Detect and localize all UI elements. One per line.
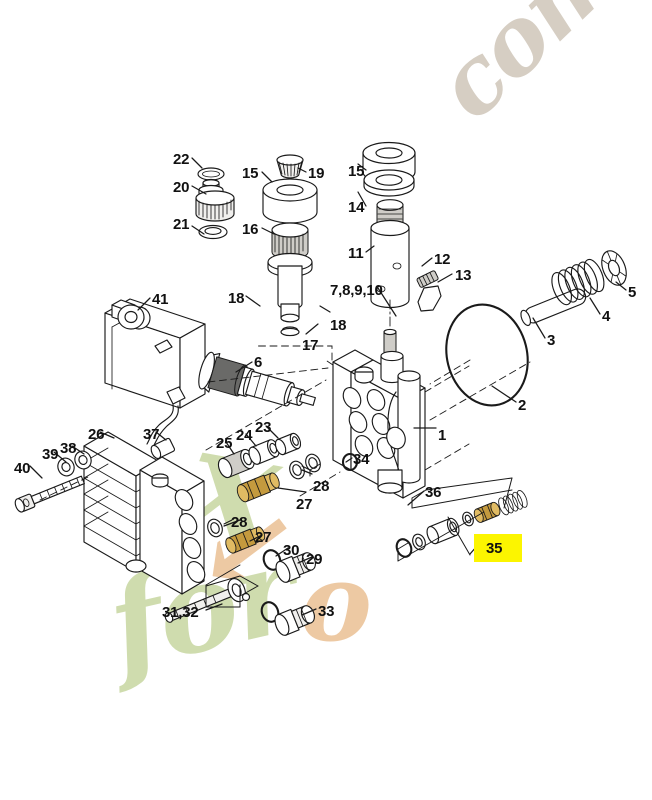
callout-label-11: 11 bbox=[348, 245, 364, 262]
callout-label-13: 13 bbox=[455, 267, 472, 284]
callout-label-37: 37 bbox=[143, 426, 160, 443]
callout-label-30: 30 bbox=[283, 542, 300, 559]
callout-label-15: 15 bbox=[242, 165, 259, 182]
callout-label-35: 35 bbox=[486, 540, 503, 557]
part-group-20-21-22 bbox=[195, 167, 235, 240]
callout-label-39: 39 bbox=[42, 446, 59, 463]
callout-label-12: 12 bbox=[434, 251, 451, 268]
callout-label-29: 29 bbox=[306, 551, 323, 568]
callout-label-26: 26 bbox=[88, 426, 105, 443]
callout-label-6: 6 bbox=[254, 354, 263, 371]
part-group-2-3-4-5 bbox=[445, 250, 627, 407]
callout-label-34: 34 bbox=[353, 451, 370, 468]
callout-label-14: 14 bbox=[348, 199, 365, 216]
callout-label-27: 27 bbox=[296, 496, 313, 513]
callout-label-3: 3 bbox=[547, 332, 556, 349]
callout-label-25: 25 bbox=[216, 435, 233, 452]
callout-label-5: 5 bbox=[628, 284, 637, 301]
callout-label-7-8-9-10: 7,8,9,10 bbox=[330, 282, 383, 299]
callout-label-18: 18 bbox=[228, 290, 245, 307]
part-group-15-16-19 bbox=[262, 154, 318, 337]
callout-label-27: 27 bbox=[255, 529, 272, 546]
part-group-27-28-29-30-lower bbox=[207, 518, 316, 583]
callout-label-28: 28 bbox=[231, 514, 248, 531]
callout-label-1: 1 bbox=[438, 427, 447, 444]
part-group-23-24-25-27-28 bbox=[217, 432, 321, 503]
callout-leaders bbox=[29, 157, 627, 616]
callout-label-19: 19 bbox=[308, 165, 325, 182]
callout-label-23: 23 bbox=[255, 419, 272, 436]
part-group-41-solenoid bbox=[104, 298, 206, 446]
callout-label-41: 41 bbox=[152, 291, 169, 308]
callout-label-38: 38 bbox=[60, 440, 77, 457]
part-group-1-valve-body bbox=[323, 349, 470, 499]
callout-label-4: 4 bbox=[602, 308, 611, 325]
callout-label-15: 15 bbox=[348, 163, 365, 180]
part-group-26-manifold bbox=[83, 431, 206, 595]
part-group-31-32-33 bbox=[164, 578, 315, 636]
callout-label-36: 36 bbox=[425, 484, 442, 501]
part-group-38-39-40 bbox=[14, 450, 92, 513]
callout-label-17: 17 bbox=[302, 337, 319, 354]
callout-label-28: 28 bbox=[313, 478, 330, 495]
callout-label-33: 33 bbox=[318, 603, 335, 620]
callout-label-21: 21 bbox=[173, 216, 190, 233]
callout-label-2: 2 bbox=[518, 397, 527, 414]
callout-label-16: 16 bbox=[242, 221, 259, 238]
callout-label-24: 24 bbox=[236, 427, 253, 444]
callout-label-40: 40 bbox=[14, 460, 31, 477]
callout-label-22: 22 bbox=[173, 151, 190, 168]
callout-label-18: 18 bbox=[330, 317, 347, 334]
part-group-35-36 bbox=[395, 477, 528, 562]
callout-label-31-32: 31,32 bbox=[162, 604, 199, 621]
callout-label-20: 20 bbox=[173, 179, 190, 196]
highlight-box-35 bbox=[474, 534, 522, 562]
